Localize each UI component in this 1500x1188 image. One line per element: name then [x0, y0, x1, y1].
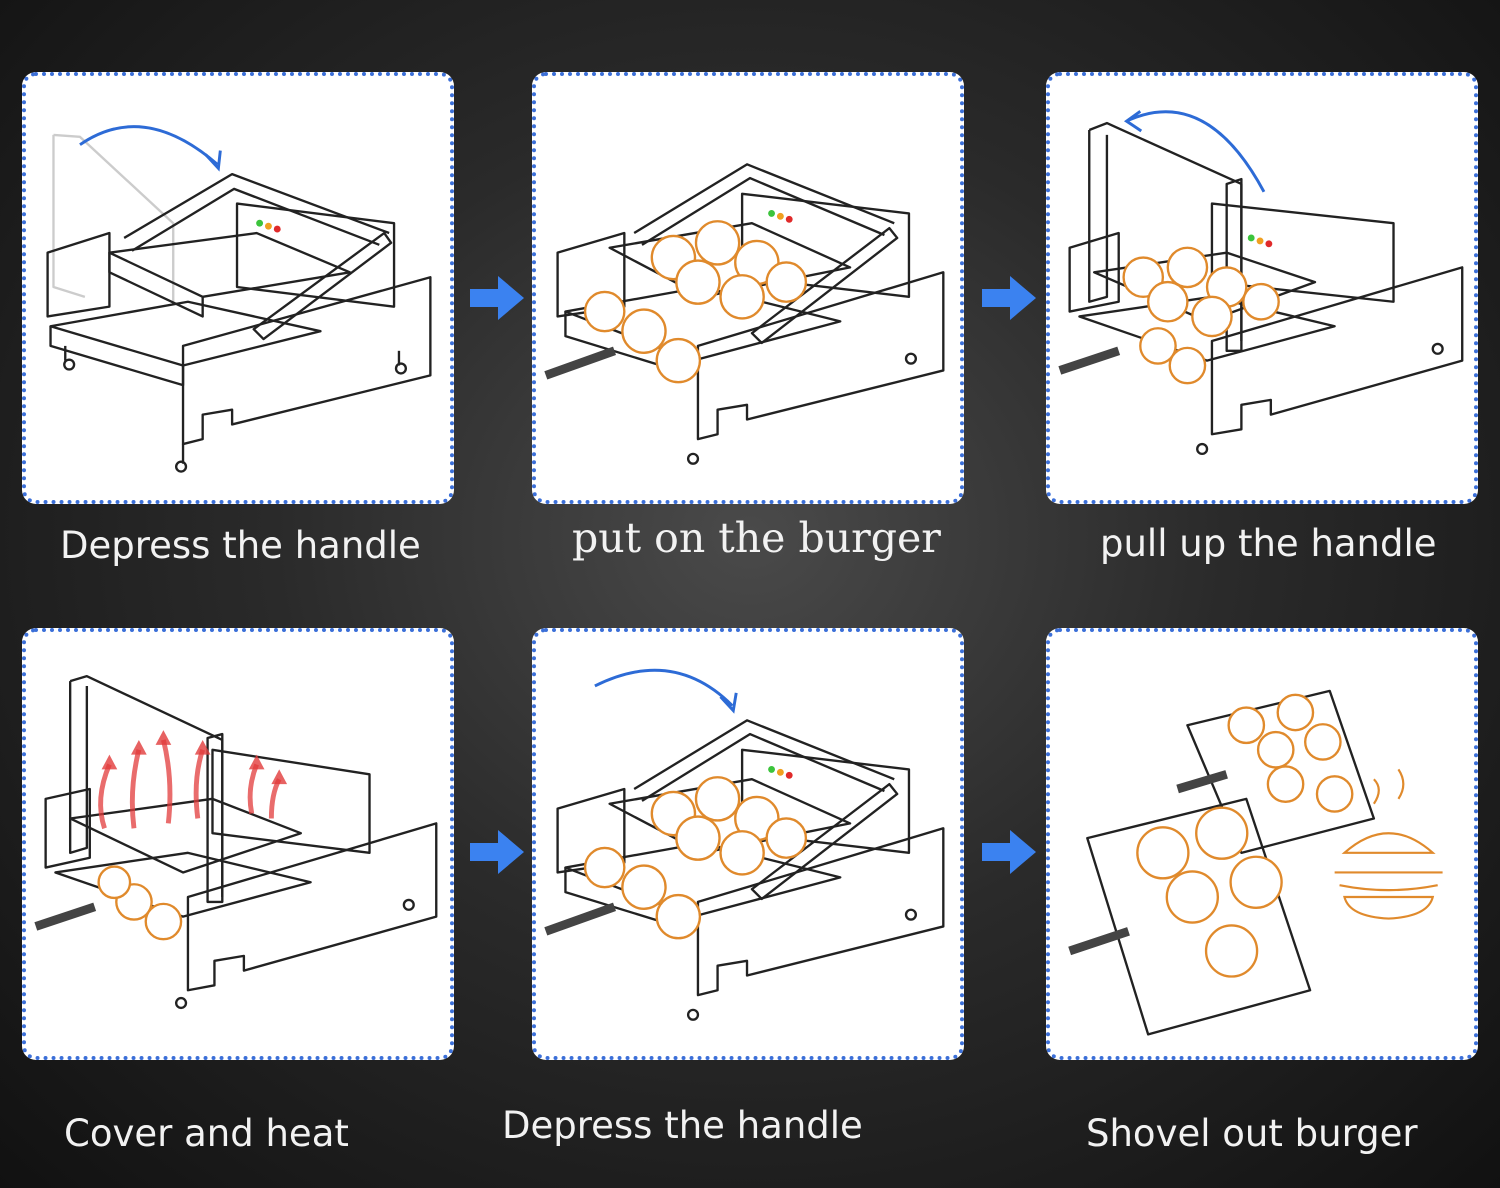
grill-illustration-cover-heat: [34, 674, 438, 1010]
step-caption-6: Shovel out burger: [1086, 1112, 1418, 1155]
step-caption-2: put on the burger: [572, 514, 941, 562]
step-panel-5: [532, 628, 964, 1060]
trays-with-burgers: [1068, 689, 1443, 1036]
step-panel-2: [532, 72, 964, 504]
curved-arrow-icon: [1127, 110, 1266, 193]
step-panel-3: [1046, 72, 1478, 504]
step-caption-1: Depress the handle: [60, 524, 421, 567]
step-caption-3: pull up the handle: [1100, 522, 1437, 565]
right-arrow-icon: [470, 276, 524, 320]
step-panel-6: [1046, 628, 1478, 1060]
grill-illustration-handle-down: [46, 125, 432, 473]
grill-illustration-handle-up: [1058, 110, 1464, 456]
step-arrow-1: [470, 276, 524, 320]
step-caption-4: Cover and heat: [64, 1112, 349, 1155]
step-arrow-2: [982, 276, 1036, 320]
right-arrow-icon: [982, 276, 1036, 320]
grill-illustration-handle-down-again: [544, 668, 945, 1021]
curved-arrow-icon: [594, 668, 734, 707]
grill-illustration-burgers-placed: [544, 163, 945, 465]
curved-arrow-icon: [79, 125, 219, 166]
burger-icon: [1334, 768, 1443, 920]
step-arrow-4: [982, 830, 1036, 874]
right-arrow-icon: [982, 830, 1036, 874]
bun-group: [583, 220, 808, 384]
step-caption-5: Depress the handle: [502, 1104, 863, 1147]
step-panel-1: [22, 72, 454, 504]
step-panel-4: [22, 628, 454, 1060]
step-arrow-3: [470, 830, 524, 874]
right-arrow-icon: [470, 830, 524, 874]
